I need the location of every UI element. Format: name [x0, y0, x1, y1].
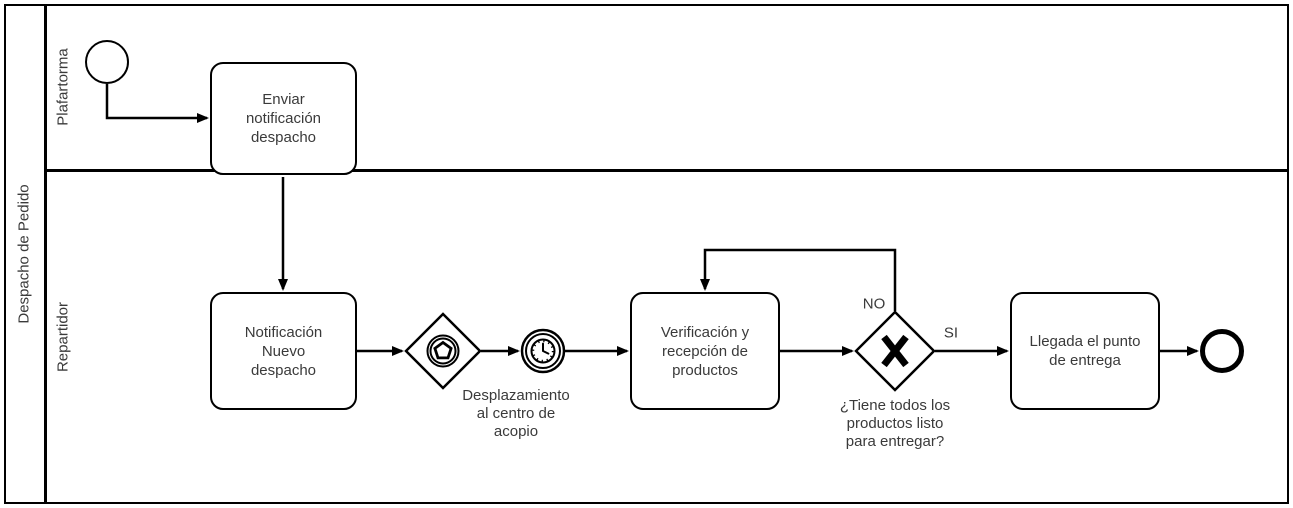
task-verificacion-recepcion: Verificación y recepción de productos [630, 292, 780, 410]
timer-label: Desplazamiento al centro de acopio [462, 387, 570, 440]
task-label: Verificación y recepción de productos [660, 323, 750, 379]
lane-divider [46, 169, 1289, 172]
pentagon-icon [426, 334, 460, 368]
flow-label-no: NO [862, 295, 886, 313]
gateway-question-label: ¿Tiene todos los productos listo para en… [839, 397, 951, 450]
x-icon [881, 334, 909, 368]
pool-name-divider [44, 4, 47, 504]
task-label: Enviar notificación despacho [245, 91, 322, 146]
task-enviar-notificacion-despacho: Enviar notificación despacho [210, 62, 357, 175]
flow-start-to-enviar [105, 84, 209, 123]
flow-xor-no-loop [700, 248, 897, 311]
task-label: Llegada el punto de entrega [1029, 333, 1141, 369]
exclusive-gateway [854, 310, 936, 392]
task-notificacion-nuevo-despacho: Notificación Nuevo despacho [210, 292, 357, 410]
flow-label-si: SI [943, 324, 959, 342]
task-label: Notificación Nuevo despacho [244, 323, 323, 379]
start-event [85, 40, 129, 84]
pool-border [4, 4, 1289, 504]
task-llegada-punto-entrega: Llegada el punto de entrega [1010, 292, 1160, 410]
event-based-gateway [404, 312, 482, 390]
clock-icon [530, 338, 556, 364]
end-event [1200, 329, 1244, 373]
timer-event [520, 328, 566, 374]
